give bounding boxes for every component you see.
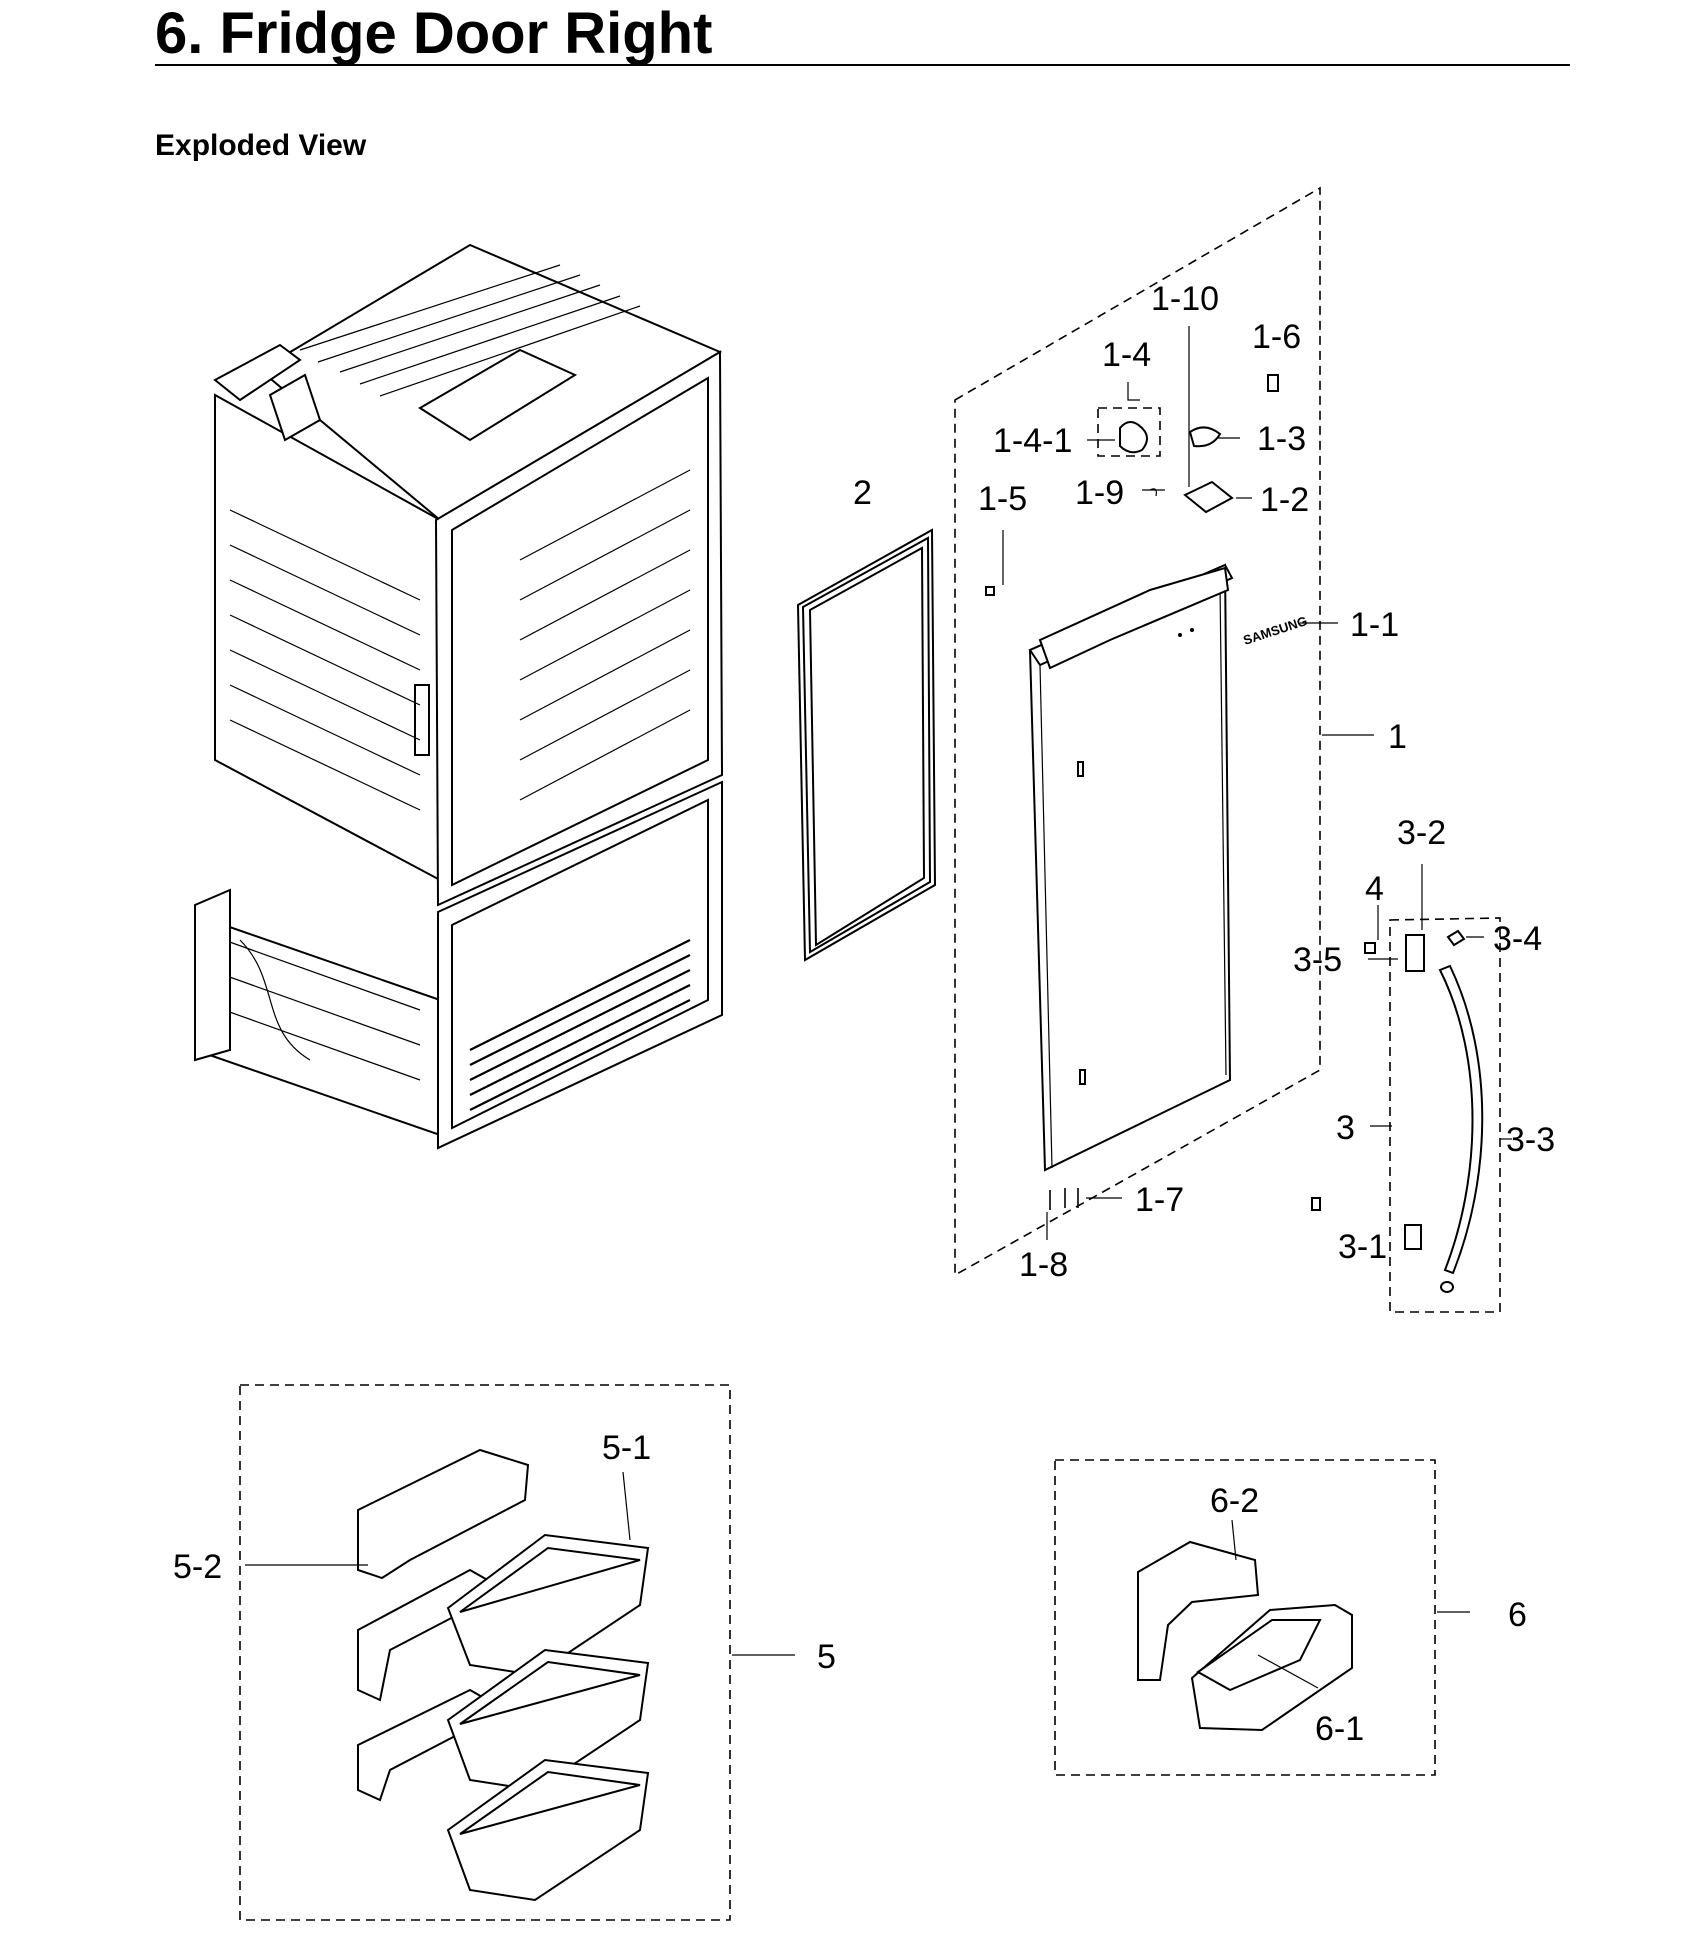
door-bins-part-5 — [239, 1384, 731, 1921]
callout-5-1: 5-1 — [602, 1429, 651, 1467]
callout-1-10: 1-10 — [1151, 280, 1219, 318]
callout-1-4: 1-4 — [1102, 336, 1151, 374]
section-heading: Exploded View — [155, 129, 367, 162]
callout-1-1: 1-1 — [1350, 606, 1399, 644]
callout-1-6: 1-6 — [1252, 318, 1301, 356]
callout-1-8: 1-8 — [1019, 1246, 1068, 1284]
callout-labels: 1-10 1-6 1-4 1-4-1 1-3 2 1-5 1-9 1-2 1-1… — [173, 280, 1555, 1748]
door-small-parts — [985, 374, 1279, 1210]
callout-1: 1 — [1388, 718, 1407, 756]
callout-3-2: 3-2 — [1397, 814, 1446, 852]
callout-3: 3 — [1336, 1109, 1355, 1147]
fridge-door-part-1: SAMSUNG — [954, 186, 1321, 1277]
door-handle-part-3 — [1311, 917, 1501, 1313]
callout-5-2: 5-2 — [173, 1548, 222, 1586]
callout-4: 4 — [1365, 870, 1384, 908]
callout-leader-lines — [245, 326, 1512, 1689]
page-title: 6. Fridge Door Right — [155, 1, 713, 66]
fridge-cabinet-illustration — [194, 243, 724, 1150]
title-underline — [155, 64, 1570, 66]
callout-1-9: 1-9 — [1075, 474, 1124, 512]
door-gasket-part-2 — [796, 528, 937, 962]
callout-1-7: 1-7 — [1135, 1181, 1184, 1219]
door-bins-part-6 — [1054, 1459, 1436, 1776]
callout-3-4: 3-4 — [1493, 920, 1542, 958]
callout-6: 6 — [1508, 1596, 1527, 1634]
callout-2: 2 — [853, 474, 872, 512]
callout-1-3: 1-3 — [1257, 420, 1306, 458]
callout-3-5: 3-5 — [1293, 941, 1342, 979]
callout-5: 5 — [817, 1638, 836, 1676]
callout-3-3: 3-3 — [1506, 1121, 1555, 1159]
callout-1-4-1: 1-4-1 — [993, 422, 1072, 460]
callout-6-2: 6-2 — [1210, 1482, 1259, 1520]
brand-logo-text: SAMSUNG — [1241, 613, 1309, 648]
callout-1-5: 1-5 — [978, 480, 1027, 518]
callout-1-2: 1-2 — [1260, 481, 1309, 519]
callout-3-1: 3-1 — [1338, 1228, 1387, 1266]
callout-6-1: 6-1 — [1315, 1710, 1364, 1748]
